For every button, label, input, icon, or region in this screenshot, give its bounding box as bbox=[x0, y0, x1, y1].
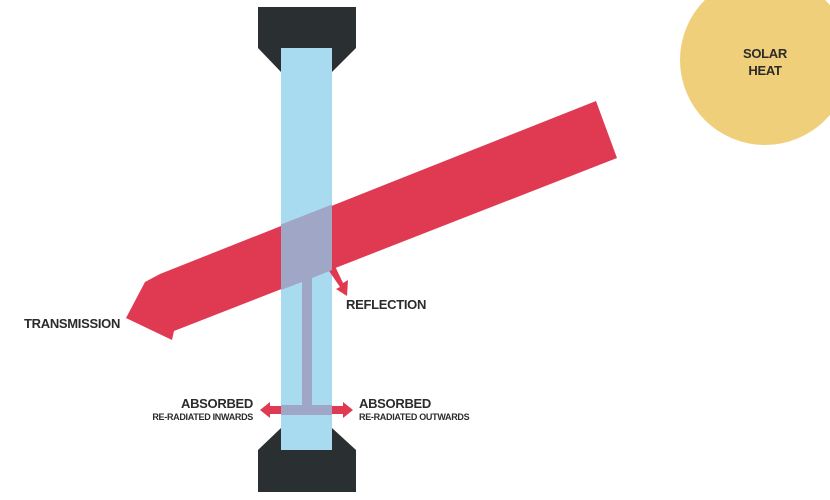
re-radiated-outwards-arrow bbox=[332, 402, 353, 418]
transmission-label: TRANSMISSION bbox=[24, 316, 121, 331]
solar-heat-label: SOLAR HEAT bbox=[725, 45, 805, 79]
absorbed-overlap bbox=[281, 204, 332, 415]
absorbed-outwards-label: ABSORBED bbox=[359, 396, 431, 411]
absorbed-inwards-label: ABSORBED bbox=[181, 396, 253, 411]
reflection-label: REFLECTION bbox=[346, 297, 427, 312]
solar-heat-line2: HEAT bbox=[748, 63, 782, 78]
sun bbox=[680, 0, 830, 145]
solar-heat-line1: SOLAR bbox=[742, 46, 787, 61]
reflection-arrow bbox=[327, 264, 348, 296]
re-radiated-inwards-arrow bbox=[260, 402, 281, 418]
transmission-arrow bbox=[126, 101, 617, 340]
re-radiated-outwards-label: RE-RADIATED OUTWARDS bbox=[359, 412, 470, 422]
re-radiated-inwards-label: RE-RADIATED INWARDS bbox=[152, 412, 253, 422]
